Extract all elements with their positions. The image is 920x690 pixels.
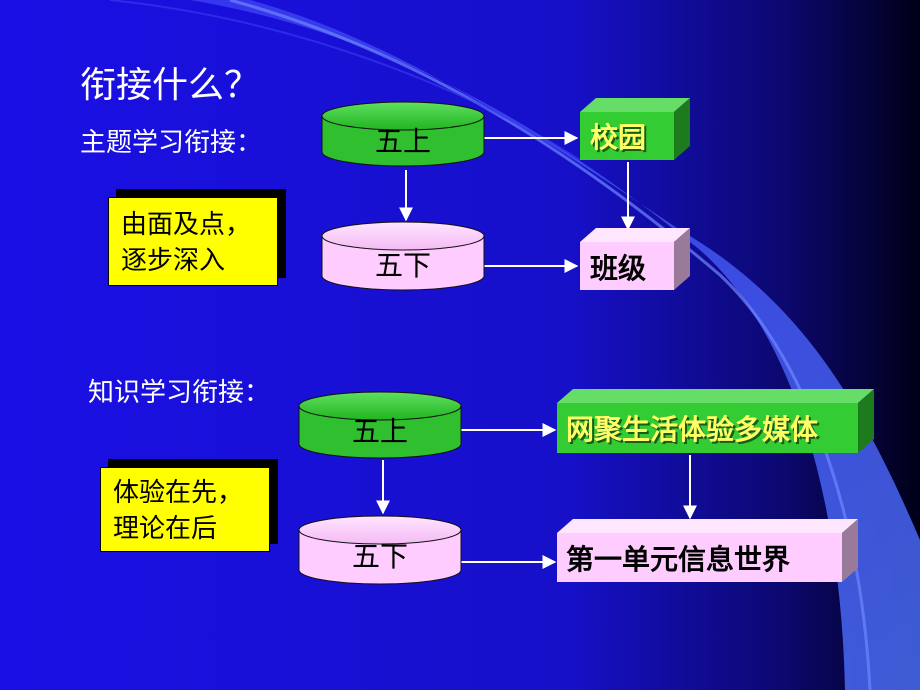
section1-note-line2: 逐步深入 xyxy=(121,246,226,276)
section2-note-line2: 理论在后 xyxy=(113,514,218,544)
cylinder-s2-bottom xyxy=(298,515,462,585)
page-title: 衔接什么？ xyxy=(80,65,261,106)
section1-cylinder-top-label: 五上 xyxy=(374,125,431,158)
section2-label: 知识学习衔接： xyxy=(88,378,271,408)
section2-cylinder-bottom-label: 五下 xyxy=(351,540,408,573)
cylinder-s1-top xyxy=(321,101,485,167)
box-s1-bottom xyxy=(580,228,690,290)
section1-note-line1: 由面及点， xyxy=(121,210,252,240)
section1-note: 由面及点， 逐步深入 xyxy=(108,197,278,286)
box-s2-bottom xyxy=(557,519,858,582)
cylinder-s1-bottom xyxy=(321,221,485,291)
section1-box-bottom-label: 班级 xyxy=(590,252,647,285)
section1-box-top-label: 校园 xyxy=(590,121,647,154)
section1-label: 主题学习衔接： xyxy=(80,128,263,158)
section2-note-line1: 体验在先， xyxy=(113,478,244,508)
box-s1-top xyxy=(580,98,690,160)
section2-box-bottom-label: 第一单元信息世界 xyxy=(566,543,791,576)
section2-box-top-label: 网聚生活体验多媒体 xyxy=(566,413,819,446)
section2-note: 体验在先， 理论在后 xyxy=(100,467,270,552)
cylinder-s2-top xyxy=(298,391,462,459)
section2-cylinder-top-label: 五上 xyxy=(351,415,408,448)
box-s2-top xyxy=(557,389,874,453)
section1-cylinder-bottom-label: 五下 xyxy=(374,249,431,282)
